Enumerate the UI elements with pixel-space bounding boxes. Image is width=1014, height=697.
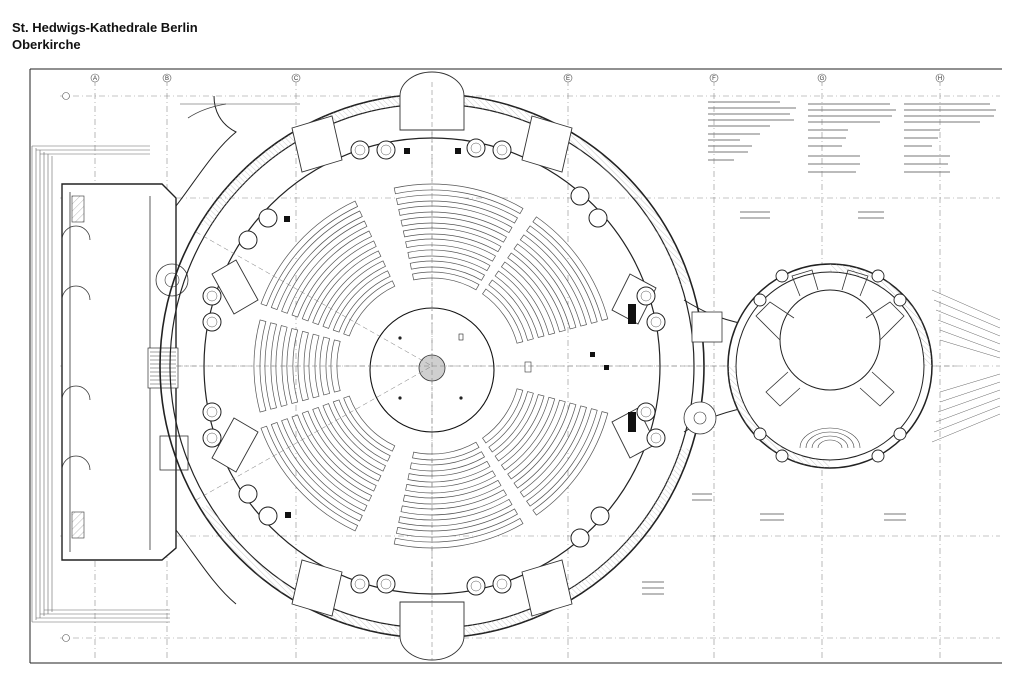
pew-row: [260, 425, 359, 532]
pew-row: [409, 260, 485, 281]
drawing-title: St. Hedwigs-Kathedrale Berlin: [12, 20, 198, 35]
pew-row: [412, 441, 480, 461]
pew-rows: [253, 183, 609, 549]
drawing-frame: [29, 68, 1002, 664]
pew-row: [507, 399, 566, 480]
pew-row: [395, 508, 518, 538]
pew-row: [270, 210, 363, 311]
wall-fixtures: [284, 148, 636, 518]
pew-row: [407, 249, 491, 272]
pew-row: [297, 330, 309, 402]
pew-row: [532, 411, 609, 516]
axis-label-h: H: [938, 76, 942, 82]
pew-row: [322, 260, 386, 329]
west-portico: [61, 183, 189, 561]
pew-row: [400, 489, 507, 516]
pew-row: [393, 517, 524, 549]
axis-label-c: C: [294, 76, 299, 82]
pew-row: [402, 479, 502, 505]
pew-row: [343, 395, 396, 452]
exterior-steps: [31, 145, 170, 623]
pew-row: [500, 261, 556, 336]
pew-row: [407, 460, 491, 483]
column-inner-rings: [206, 142, 662, 592]
pew-row: [264, 322, 277, 410]
annotation-blocks: [642, 101, 996, 595]
rotunda-axes: [176, 82, 960, 660]
pew-row: [526, 225, 598, 324]
pew-row: [402, 227, 502, 253]
drawing-subtitle: Oberkirche: [12, 37, 81, 52]
pew-row: [398, 498, 513, 527]
pew-row: [398, 205, 513, 234]
pew-row: [312, 406, 382, 482]
pew-row: [291, 230, 373, 318]
axis-label-b: B: [165, 76, 169, 82]
axis-label-f: F: [712, 76, 716, 82]
axis-label-g: G: [820, 76, 825, 82]
title-block: St. Hedwigs-Kathedrale Berlin Oberkirche: [12, 19, 312, 53]
pew-row: [494, 270, 545, 338]
pew-row: [332, 270, 391, 333]
pew-row: [513, 402, 577, 489]
pew-row: [494, 394, 545, 462]
pew-row: [270, 421, 363, 522]
pew-row: [281, 418, 368, 512]
pew-row: [488, 391, 534, 453]
rotunda-walls: [159, 93, 705, 639]
pew-row: [291, 414, 373, 502]
pew-row: [482, 388, 524, 444]
pew-row: [526, 408, 598, 507]
annex-columns: [753, 269, 907, 463]
pew-row: [513, 243, 577, 330]
axis-label-e: E: [566, 76, 570, 82]
pew-row: [281, 220, 368, 314]
pew-row: [412, 271, 480, 291]
pew-row: [482, 288, 524, 344]
pew-row: [500, 396, 556, 471]
connecting-corridor: [683, 299, 745, 435]
pew-row: [260, 200, 359, 307]
pew-row: [400, 216, 507, 243]
pew-row: [301, 410, 377, 492]
rotunda-columns: [202, 138, 666, 596]
pew-row: [393, 183, 524, 215]
pew-row: [519, 234, 587, 327]
pew-row: [488, 279, 534, 341]
east-stepped-fan: [931, 289, 1001, 443]
pew-row: [507, 252, 566, 333]
pew-row: [330, 339, 341, 393]
pew-row: [532, 216, 609, 321]
pew-row: [405, 470, 496, 494]
pew-row: [332, 399, 391, 462]
pew-row: [405, 238, 496, 262]
east-annex: [727, 263, 933, 469]
pew-row: [395, 194, 518, 224]
pew-row: [322, 403, 386, 472]
axis-label-a: A: [93, 76, 97, 82]
pew-row: [312, 250, 382, 326]
pew-row: [409, 451, 485, 472]
pew-row: [519, 405, 587, 498]
pew-row: [301, 240, 377, 322]
